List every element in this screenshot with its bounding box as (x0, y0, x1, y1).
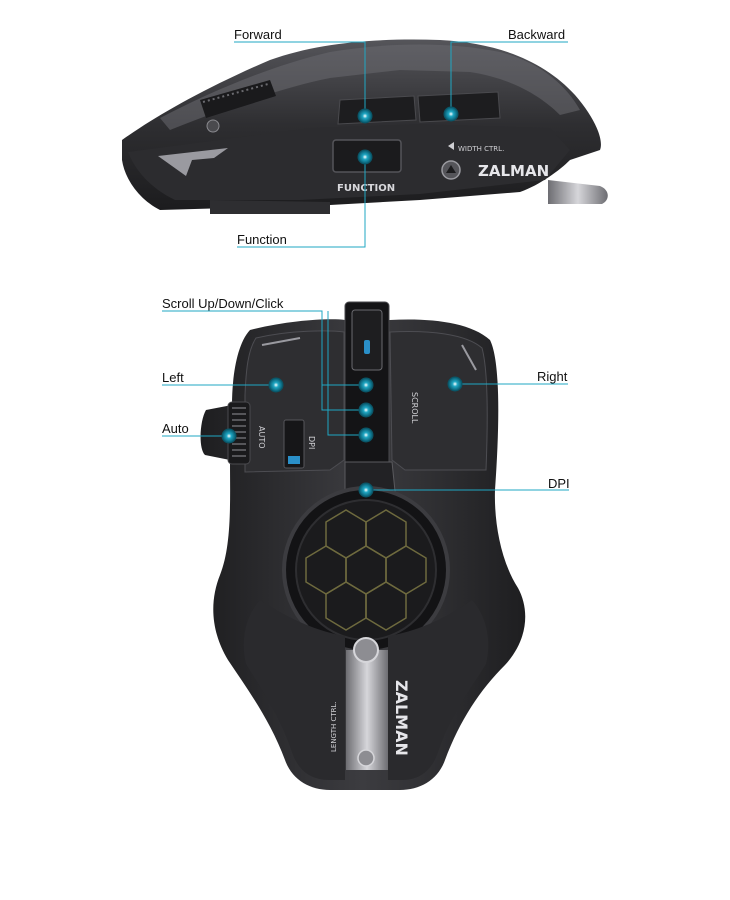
side-forward-button[interactable] (337, 95, 417, 125)
top-palm-rest-right (388, 600, 489, 780)
side-view-leaders (234, 41, 568, 248)
top-scroll-print: SCROLL (410, 392, 419, 424)
marker-auto (221, 428, 237, 444)
top-right-button[interactable] (389, 331, 488, 471)
top-left-button[interactable] (244, 330, 345, 473)
label-backward: Backward (508, 27, 566, 42)
side-width-ctrl-print: WIDTH CTRL. (458, 145, 504, 153)
side-mouse-base (210, 200, 330, 214)
marker-left (268, 377, 284, 393)
top-auto-print: AUTO (257, 426, 266, 449)
side-brand-print: ZALMAN (478, 162, 549, 180)
top-dpi-print: DPI (307, 436, 316, 449)
top-right-trim (461, 344, 477, 371)
side-function-print: FUNCTION (337, 183, 395, 194)
top-scroll-led (364, 340, 370, 354)
top-dpi-led (288, 456, 300, 464)
top-rear-screw (357, 749, 375, 767)
leader-function (237, 157, 366, 248)
top-view-markers (221, 376, 463, 498)
marker-dpi (358, 482, 374, 498)
label-left: Left (162, 370, 184, 385)
label-forward: Forward (234, 27, 282, 42)
marker-forward (357, 108, 373, 124)
label-dpi: DPI (548, 476, 570, 491)
marker-backward (443, 106, 459, 122)
top-auto-wheel[interactable] (227, 401, 251, 465)
top-view-leaders (162, 310, 569, 491)
leader-scroll-click (327, 311, 366, 436)
label-function: Function (237, 232, 287, 247)
side-mouse-top-shell (160, 44, 580, 130)
side-view-mouse: FUNCTION WIDTH CTRL. ZALMAN (122, 39, 608, 214)
side-view-markers (357, 106, 459, 165)
leader-forward (234, 41, 366, 116)
top-left-trim (261, 337, 301, 346)
side-scroll-wheel (200, 80, 276, 133)
side-width-arrow-icon (448, 142, 454, 150)
marker-scroll-up (358, 377, 374, 393)
label-scroll: Scroll Up/Down/Click (162, 296, 284, 311)
top-view-mouse: AUTO DPI SCROLL LENGTH CTRL. ZALMAN (200, 301, 526, 790)
top-brand-print: ZALMAN (392, 680, 411, 756)
side-logo-mark (158, 148, 228, 176)
marker-scroll-down (358, 402, 374, 418)
label-auto: Auto (162, 421, 189, 436)
side-backward-button[interactable] (417, 91, 501, 123)
top-palm-rest (243, 600, 345, 780)
marker-scroll-click (358, 427, 374, 443)
marker-right (447, 376, 463, 392)
label-right: Right (537, 369, 568, 384)
marker-function (357, 149, 373, 165)
side-mouse-rear-plate (548, 180, 608, 204)
top-length-ctrl-print: LENGTH CTRL. (330, 701, 338, 752)
top-honeycomb-dial (282, 486, 450, 654)
leader-scroll (162, 310, 366, 411)
side-screw-icon (446, 165, 456, 173)
top-length-screw (353, 637, 379, 663)
leader-backward (450, 41, 568, 114)
